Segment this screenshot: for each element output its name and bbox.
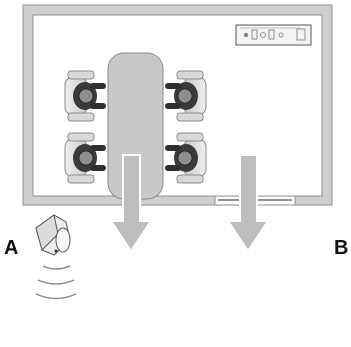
exit-arrow-right bbox=[226, 154, 270, 253]
chair-left-bottom bbox=[64, 132, 106, 184]
chair-right-top bbox=[165, 70, 207, 122]
motion-sensor-icon bbox=[35, 214, 71, 256]
sensor-a-waves bbox=[35, 265, 77, 300]
chair-left-top bbox=[64, 70, 106, 122]
exit-arrow-left bbox=[109, 154, 153, 253]
label-a: A bbox=[4, 237, 19, 259]
control-panel-icon bbox=[235, 24, 312, 46]
label-b: B bbox=[334, 237, 349, 259]
chair-right-bottom bbox=[165, 132, 207, 184]
